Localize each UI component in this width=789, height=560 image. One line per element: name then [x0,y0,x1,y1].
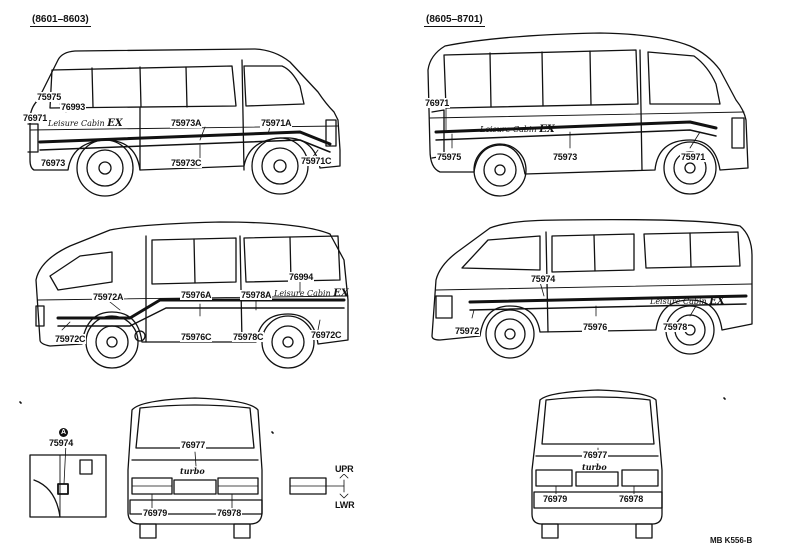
part-label: 76994 [288,272,315,282]
badge-mid-right: Leisure Cabin EX [650,296,725,307]
rear-view-left [127,397,263,539]
part-label: 76971 [22,113,49,123]
van-top-right [427,32,749,197]
part-label: 75971A [260,118,293,128]
legend-upr-lwr [289,473,349,499]
part-label: 76979 [142,508,169,518]
header-right-range: (8605–8701) [424,14,485,27]
part-label: 75973C [170,158,203,168]
part-label: 75973 [552,152,579,162]
van-top-left [27,48,341,197]
part-label: 75972 [454,326,481,336]
part-label: 75974 [530,274,557,284]
badge-mid-left: Leisure Cabin EX [274,288,349,299]
badge-top-left: Leisure Cabin EX [48,118,123,129]
part-label: 75971 [680,152,707,162]
part-label: 75971C [300,156,333,166]
part-label: 75978A [240,290,273,300]
part-label: 75976A [180,290,213,300]
scan-specks [19,397,726,434]
part-label: 76972C [310,330,343,340]
legend-upper: UPR [334,464,355,474]
part-label: 75976C [180,332,213,342]
turbo-emblem: turbo [582,462,607,472]
part-label: 75975 [436,152,463,162]
legend-lower: LWR [334,500,356,510]
part-label: 76979 [542,494,569,504]
badge-top-right: Leisure Cabin EX [480,124,555,135]
part-label: 75972C [54,334,87,344]
part-label: 76977 [582,450,609,460]
part-label: 76978 [216,508,243,518]
part-label: 76977 [180,440,207,450]
detail-marker-a: A [59,428,68,437]
part-label: 75973A [170,118,203,128]
part-label: 75978 [662,322,689,332]
van-mid-left [35,221,349,369]
turbo-emblem: turbo [180,466,205,476]
header-left-range: (8601–8603) [30,14,91,27]
diagram-reference-code: MB K556-B [710,536,753,545]
part-label: 75976 [582,322,609,332]
rear-view-right [531,389,663,539]
part-label: 75978C [232,332,265,342]
detail-a [29,442,107,518]
part-label: 75972A [92,292,125,302]
part-label: 75975 [36,92,63,102]
part-label: 76993 [60,102,87,112]
part-label: 76978 [618,494,645,504]
part-label: 75974 [48,438,75,448]
van-mid-right [431,218,753,359]
part-label: 76973 [40,158,67,168]
part-label: 76971 [424,98,451,108]
